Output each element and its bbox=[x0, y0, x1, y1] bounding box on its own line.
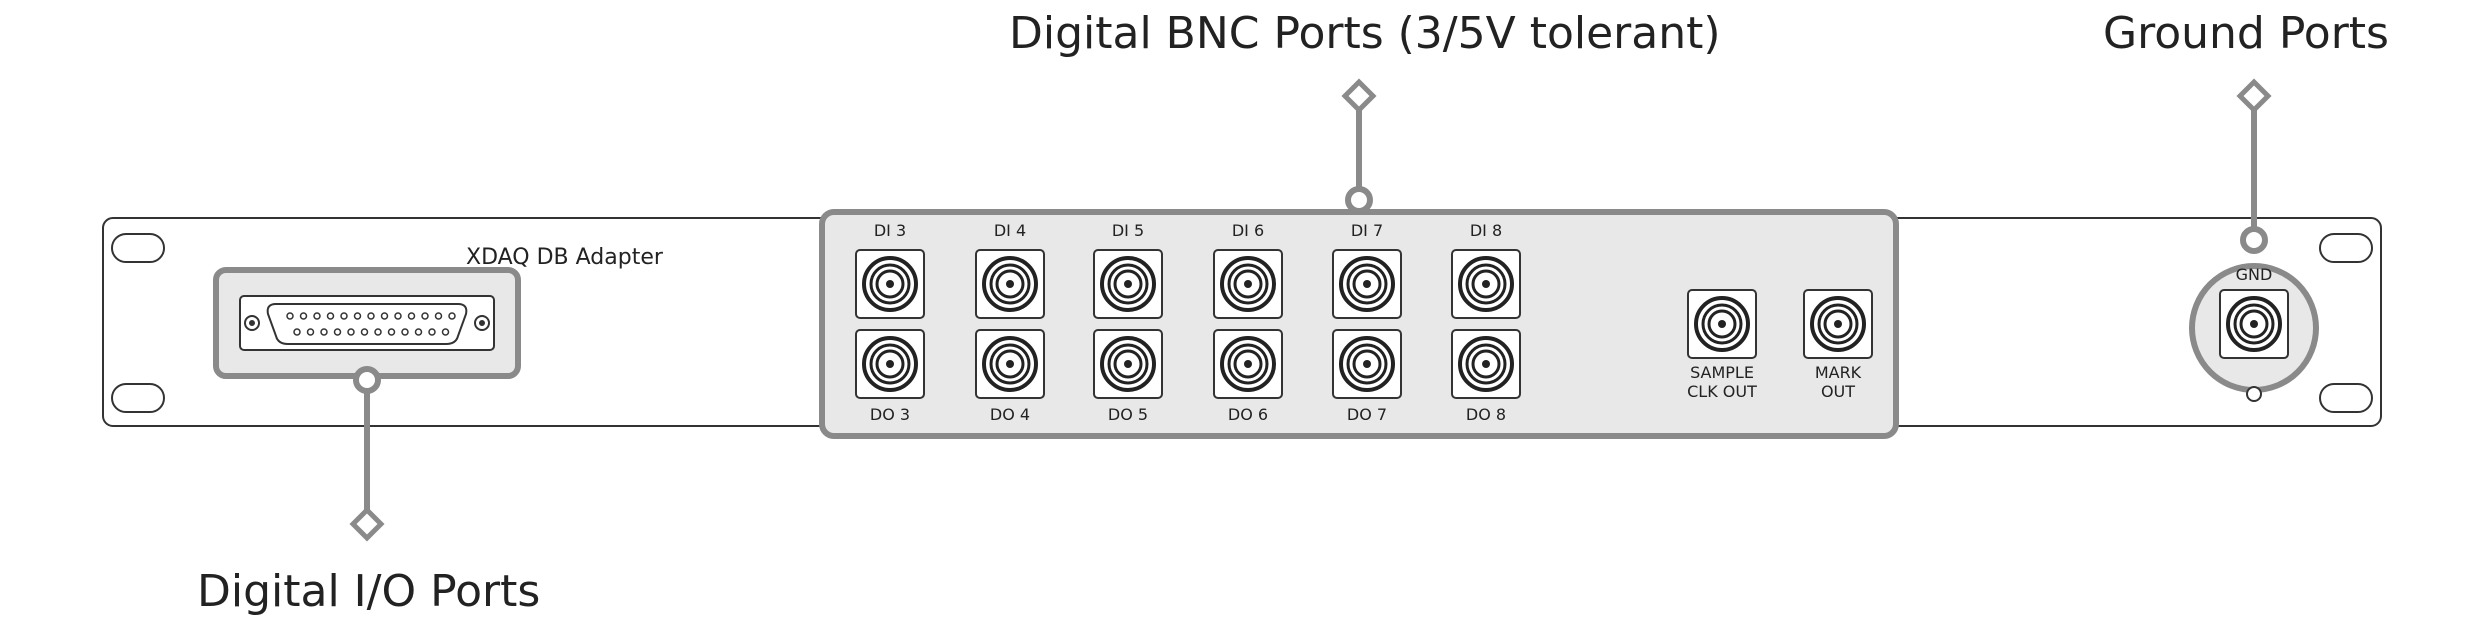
db25-pin bbox=[407, 312, 416, 320]
db25-pins bbox=[286, 312, 456, 336]
digital-bnc-callout: Digital BNC Ports (3/5V tolerant) bbox=[1009, 8, 1721, 59]
di-label-6: DI 6 bbox=[1232, 221, 1264, 240]
output-labels: SAMPLE CLK OUT MARK OUT bbox=[1687, 363, 1862, 401]
gnd-connector bbox=[2219, 289, 2289, 359]
db25-pin bbox=[380, 312, 389, 320]
db25-pin bbox=[353, 312, 362, 320]
do-bnc-connector-6 bbox=[1213, 329, 1283, 399]
do-label-8: DO 8 bbox=[1466, 405, 1506, 424]
di-label-3: DI 3 bbox=[874, 221, 906, 240]
di-bnc-connector-4 bbox=[975, 249, 1045, 319]
db25-pin bbox=[428, 328, 436, 336]
db25-pin bbox=[421, 312, 429, 320]
leader-diamonds bbox=[349, 78, 2272, 542]
ground-callout: Ground Ports bbox=[2103, 8, 2389, 59]
di-bnc-connector-7 bbox=[1332, 249, 1402, 319]
mark-out-bnc-connector bbox=[1803, 289, 1873, 359]
db25-pin bbox=[441, 328, 450, 336]
sample-clk-out-bnc-connector bbox=[1687, 289, 1757, 359]
di-labels: DI 3 DI 4 DI 5 DI 6 DI 7 DI 8 bbox=[874, 221, 1502, 240]
db25-pin bbox=[347, 328, 355, 336]
db25-pin bbox=[434, 312, 443, 320]
bnc-leader-dot bbox=[1345, 186, 1373, 214]
sample-clk-label-line1: SAMPLE bbox=[1690, 363, 1754, 382]
db25-pin bbox=[374, 328, 382, 336]
di-bnc-connector-3 bbox=[855, 249, 925, 319]
mark-label-line2: OUT bbox=[1821, 382, 1855, 401]
mount-slot-bottom-right bbox=[2319, 383, 2373, 413]
do-label-3: DO 3 bbox=[870, 405, 910, 424]
db25-pin bbox=[394, 312, 402, 320]
sample-clk-label-line2: CLK OUT bbox=[1687, 382, 1757, 401]
ground-led bbox=[2246, 386, 2262, 402]
db25-connector bbox=[239, 295, 495, 351]
di-label-4: DI 4 bbox=[994, 221, 1026, 240]
digital-io-leader-diamond bbox=[349, 506, 385, 542]
device-label: XDAQ DB Adapter bbox=[466, 245, 664, 270]
db25-pin bbox=[367, 312, 375, 320]
bnc-leader-diamond bbox=[1341, 78, 1377, 114]
do-bnc-connector-4 bbox=[975, 329, 1045, 399]
db25-pin bbox=[306, 328, 315, 336]
do-labels: DO 3 DO 4 DO 5 DO 6 DO 7 DO 8 bbox=[870, 405, 1506, 424]
di-bnc-connector-6 bbox=[1213, 249, 1283, 319]
do-label-6: DO 6 bbox=[1228, 405, 1268, 424]
gnd-bnc-connector bbox=[2219, 289, 2289, 359]
di-label-7: DI 7 bbox=[1351, 221, 1383, 240]
gnd-label: GND bbox=[2236, 265, 2273, 284]
db25-pin bbox=[401, 328, 409, 336]
do-bnc-connector-8 bbox=[1451, 329, 1521, 399]
ground-leader-dot bbox=[2240, 226, 2268, 254]
db25-pin bbox=[293, 328, 301, 336]
leader-end-dots bbox=[353, 186, 2268, 394]
do-bnc-connector-3 bbox=[855, 329, 925, 399]
do-label-7: DO 7 bbox=[1347, 405, 1387, 424]
db25-pin bbox=[448, 312, 456, 320]
di-bnc-connector-5 bbox=[1093, 249, 1163, 319]
do-bnc-connector-5 bbox=[1093, 329, 1163, 399]
db25-pin bbox=[387, 328, 396, 336]
di-label-5: DI 5 bbox=[1112, 221, 1144, 240]
do-label-5: DO 5 bbox=[1108, 405, 1148, 424]
di-bnc-connector-8 bbox=[1451, 249, 1521, 319]
digital-io-callout: Digital I/O Ports bbox=[197, 566, 540, 617]
db25-pin bbox=[320, 328, 328, 336]
db25-pin bbox=[360, 328, 369, 336]
mount-slot-top-left bbox=[111, 233, 165, 263]
do-bnc-connector-7 bbox=[1332, 329, 1402, 399]
mount-slot-bottom-left bbox=[111, 383, 165, 413]
mount-slot-top-right bbox=[2319, 233, 2373, 263]
db25-pin bbox=[299, 312, 308, 320]
do-connectors bbox=[855, 329, 1521, 399]
db25-pin bbox=[286, 312, 294, 320]
di-connectors bbox=[855, 249, 1521, 319]
mark-label-line1: MARK bbox=[1815, 363, 1862, 382]
db25-pin bbox=[333, 328, 342, 336]
db25-pin bbox=[326, 312, 335, 320]
mounting-slots bbox=[111, 233, 2373, 413]
di-label-8: DI 8 bbox=[1470, 221, 1502, 240]
db25-pin bbox=[313, 312, 321, 320]
db25-pin bbox=[414, 328, 423, 336]
do-label-4: DO 4 bbox=[990, 405, 1030, 424]
leader-lines bbox=[364, 110, 2257, 510]
db25-pin bbox=[340, 312, 348, 320]
ground-leader-diamond bbox=[2236, 78, 2272, 114]
digital-io-leader-dot bbox=[353, 366, 381, 394]
output-connectors bbox=[1687, 289, 1873, 359]
